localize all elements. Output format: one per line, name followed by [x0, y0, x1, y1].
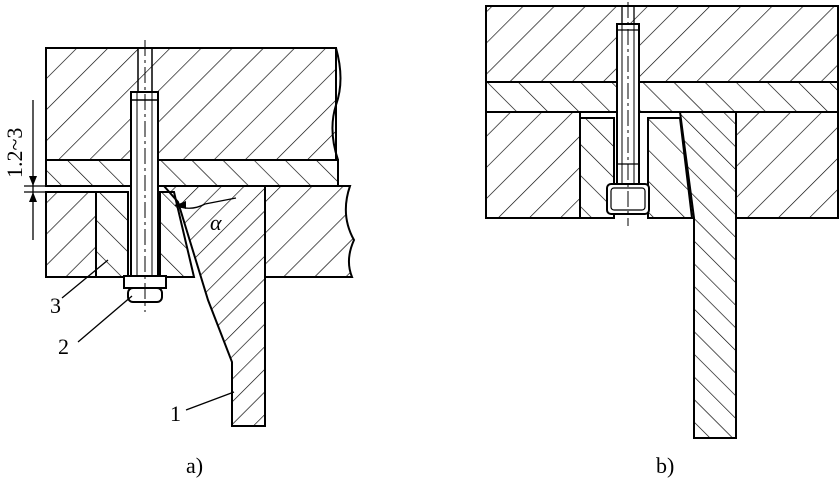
- panel-a-thin-plate: [45, 159, 339, 187]
- dimension-label: 1.2~3: [2, 128, 27, 178]
- panel-b-lower-block: [485, 111, 839, 219]
- panel-b-top-plate: [485, 5, 839, 83]
- panel-a-part-1: [161, 185, 266, 427]
- angle-alpha-label: α: [210, 210, 222, 235]
- callout-2: 2: [58, 334, 69, 359]
- panel-a-callouts: 3 2 1: [50, 259, 235, 426]
- panel-a-top-plate: [45, 47, 342, 161]
- panel-b: b): [485, 2, 839, 478]
- panel-a-angle: α: [174, 197, 237, 235]
- caption-a: a): [186, 453, 203, 478]
- panel-a-screw: [123, 40, 167, 312]
- caption-b: b): [656, 453, 674, 478]
- panel-b-middle-plate: [485, 81, 839, 113]
- callout-3: 3: [50, 293, 61, 318]
- panel-b-screw: [606, 2, 650, 226]
- panel-a-lower-block: [45, 185, 356, 278]
- callout-1: 1: [170, 401, 181, 426]
- panel-a-dimension: 1.2~3: [2, 100, 98, 240]
- panel-b-ejector: [678, 111, 737, 439]
- panel-a: 1.2~3 α 3 2 1 a): [2, 40, 356, 478]
